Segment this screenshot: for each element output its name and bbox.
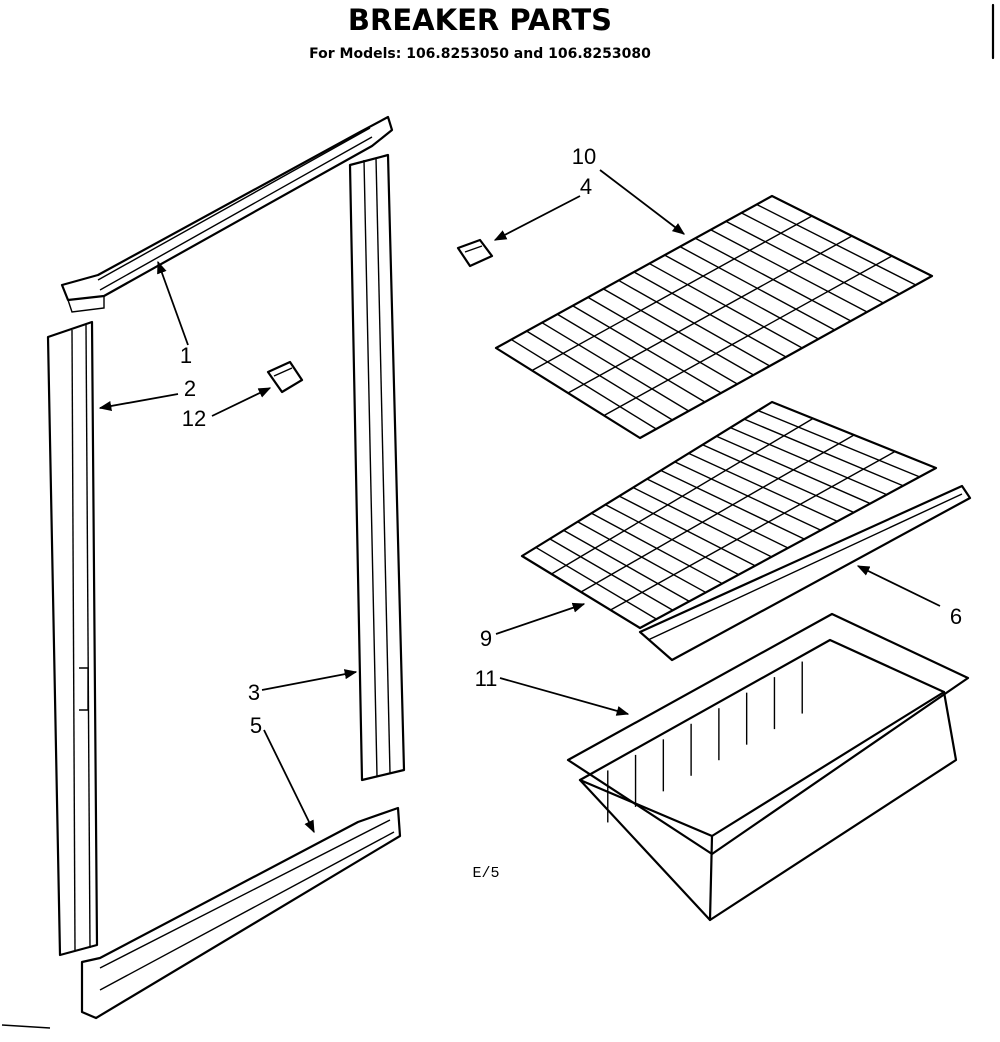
callout-12: 12 [182,406,206,431]
leader-10 [599,169,686,235]
part-4-clip [456,238,494,268]
callout-10: 10 [572,144,596,169]
leader-1 [157,260,189,346]
part-3-right-breaker [348,153,406,782]
shelf-wire [567,235,853,394]
leader-11 [499,677,630,716]
leader-4 [493,195,581,241]
callout-4: 4 [580,174,592,199]
part-6-shelf-trim [638,484,972,662]
callout-5: 5 [250,713,262,738]
part-1-top-breaker [60,115,394,313]
part-2-left-breaker [46,320,99,957]
part-5-bottom-breaker [80,806,402,1020]
diagram-subtitle: For Models: 106.8253050 and 106.8253080 [309,46,651,62]
callout-3: 3 [248,680,260,705]
callout-9: 9 [480,626,492,651]
callout-2: 2 [184,376,196,401]
callout-6: 6 [950,604,962,629]
leader-5 [263,729,315,834]
leader-6 [856,565,941,607]
shelf-wire [580,434,855,593]
leader-2 [98,393,179,411]
shelf-wire [610,450,896,611]
leader-3 [261,669,358,691]
diagram-title: BREAKER PARTS [348,3,612,37]
part-9-lower-shelf [520,400,938,630]
shelf-wire [531,215,813,372]
callout-1: 1 [180,343,192,368]
diagram-code: E/5 [472,865,499,882]
shelf-wire [551,417,814,575]
leader-9 [495,602,586,635]
shelf-wire [603,255,893,417]
part-10-upper-shelf [494,194,934,440]
callout-leaders [98,169,941,834]
callout-11: 11 [475,666,498,691]
part-11-pan [566,612,970,922]
part-12-clip [266,360,304,394]
scan-edge-mark [1,1024,51,1029]
leader-12 [211,387,272,417]
